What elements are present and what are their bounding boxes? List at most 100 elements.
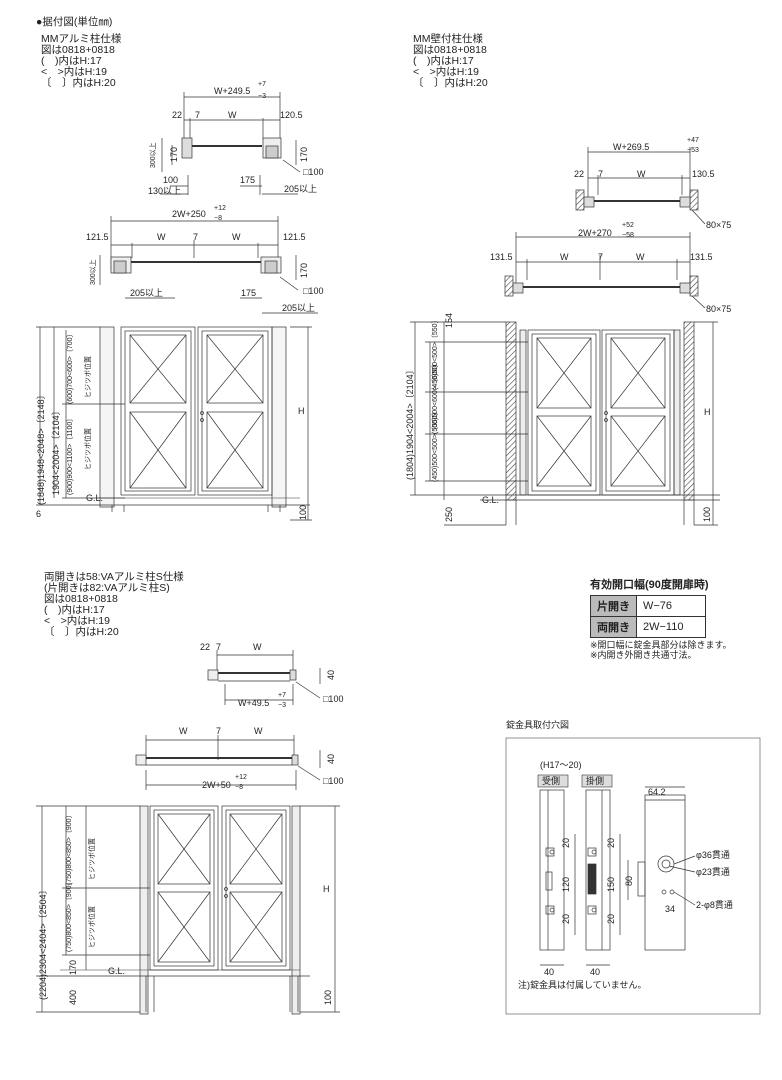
panel-a-plan-double (99, 216, 318, 314)
panel-b-plan-double (504, 232, 706, 309)
panel-a-elevation (36, 326, 312, 521)
tolerance-plus: +7 (278, 692, 286, 699)
dim-label: 1904<2004>〔2104〕 (51, 406, 61, 495)
dim-label: 154 (444, 313, 454, 328)
dim-label: 7 (598, 169, 603, 179)
hole-label: 2-φ8貫通 (696, 900, 733, 910)
caption-line: 図は0818+0818 (41, 44, 115, 56)
gl-label: G.L. (108, 966, 125, 976)
dim-label: 40 (326, 670, 336, 680)
dim-label: 7 (216, 642, 221, 652)
post-size-label: □100 (323, 694, 343, 704)
dim-note: ヒジツボ位置 (87, 838, 96, 880)
dim-label: 6 (36, 509, 41, 519)
dim-label: 205以上 (282, 303, 315, 313)
dim-label: 120 (561, 877, 571, 892)
dim-label: 205以上 (284, 184, 317, 194)
caption-line: (片開きは82:VAアルミ柱S) (44, 582, 170, 594)
lock-title: 錠金具取付穴図 (506, 720, 570, 730)
caption-line: 〔 〕内はH:20 (413, 77, 488, 89)
dim-label: 2W+250 (172, 209, 206, 219)
dim-label: 205以上 (130, 288, 163, 298)
dim-label: 20 (606, 914, 616, 924)
dim-note: ヒジツボ位置 (83, 356, 92, 398)
post-size-label: 80×75 (706, 220, 731, 230)
dim-label: W (232, 232, 241, 242)
dim-label: 7 (195, 110, 200, 120)
dim-label: 40 (544, 967, 554, 977)
dim-label: W+269.5 (613, 142, 649, 152)
gl-label: G.L. (482, 495, 499, 505)
tolerance-plus: +12 (214, 205, 226, 212)
dim-label: W (157, 232, 166, 242)
recv-label: 受側 (542, 775, 560, 786)
dim-label: W (253, 642, 262, 652)
dim-label: 80 (624, 876, 634, 886)
tolerance-minus: −53 (687, 147, 699, 154)
dim-label: 2W+50 (202, 780, 231, 790)
dim-label: 20 (561, 838, 571, 848)
dim-label: H (298, 406, 305, 416)
table-row: 両開き 2W−110 (590, 616, 706, 638)
opening-label: 両開き (590, 616, 637, 638)
caption-line: 両開きは58:VAアルミ柱S仕様 (44, 571, 184, 583)
dim-label: 40 (590, 967, 600, 977)
dim-label: 120.5 (280, 110, 303, 120)
gl-label: G.L. (86, 493, 103, 503)
tolerance-minus: −3 (278, 702, 286, 709)
panel-a-caption: MMアルミ柱仕様 図は0818+0818 ( )内はH:17 < >内はH:19… (41, 34, 121, 89)
opening-note: ※開口幅に錠金具部分は除きます。 (590, 640, 732, 650)
dim-label: 170 (299, 147, 309, 162)
dim-label: 250 (444, 507, 454, 522)
dim-label: (750)800<850>〔900〕 (65, 878, 73, 952)
tolerance-plus: +52 (622, 222, 634, 229)
dim-label: W+49.5 (238, 698, 269, 708)
dim-label: 170 (299, 263, 309, 278)
dim-label: 20 (561, 914, 571, 924)
dim-label: (450)500<500>〔550〕 (431, 408, 439, 482)
panel-a-plan-single (160, 92, 301, 195)
dim-label: (1848)1948<2048>〔2148〕 (36, 390, 46, 505)
dim-label: 131.5 (690, 252, 713, 262)
dim-label: 2W+270 (578, 228, 612, 238)
dim-label: W (560, 252, 569, 262)
caption-line: ( )内はH:17 (44, 604, 105, 616)
dim-label: 40 (326, 754, 336, 764)
lock-range: (H17〜20) (540, 760, 582, 770)
caption-line: MMアルミ柱仕様 (41, 33, 122, 45)
caption-line: < >内はH:19 (41, 66, 107, 78)
opening-title: 有効開口幅(90度開扉時) (590, 579, 709, 591)
dim-note: ヒジツボ位置 (83, 428, 92, 470)
opening-note: ※内開き外開き共通寸法。 (590, 650, 697, 660)
dim-label: (500)500<600>〔600〕 (431, 360, 439, 434)
tolerance-plus: +7 (258, 81, 266, 88)
dim-label: 121.5 (86, 232, 109, 242)
hole-label: φ23貫通 (696, 867, 730, 877)
tolerance-minus: −58 (622, 232, 634, 239)
dim-label: (600)700<600>〔700〕 (66, 330, 74, 404)
dim-label: (2204)2304<2404>〔2504〕 (38, 885, 48, 1000)
page-title: ●据付図(単位㎜) (36, 16, 113, 28)
panel-b-caption: MM壁付柱仕様 図は0818+0818 ( )内はH:17 < >内はH:19 … (413, 34, 488, 89)
strike-label: 掛側 (586, 775, 604, 786)
dim-label: W (179, 726, 188, 736)
dim-label: 121.5 (283, 232, 306, 242)
panel-b-elevation (410, 321, 720, 526)
caption-line: ( )内はH:17 (41, 55, 102, 67)
dim-note: ヒジツボ位置 (87, 906, 96, 948)
dim-label: 100 (298, 505, 308, 520)
dim-label: 170 (169, 147, 179, 162)
dim-label: H (323, 884, 330, 894)
hole-label: φ36貫通 (696, 850, 730, 860)
panel-b-plan-single (575, 147, 706, 225)
opening-label: 片開き (590, 595, 637, 617)
dim-label: W+249.5 (214, 86, 250, 96)
dim-label: W (637, 169, 646, 179)
dim-label: 22 (172, 110, 182, 120)
panel-c-caption: 両開きは58:VAアルミ柱S仕様 (片開きは82:VAアルミ柱S) 図は0818… (44, 572, 184, 638)
caption-line: 図は0818+0818 (413, 44, 487, 56)
dim-label: W (228, 110, 237, 120)
opening-value: 2W−110 (636, 616, 706, 638)
dim-label: 7 (193, 232, 198, 242)
